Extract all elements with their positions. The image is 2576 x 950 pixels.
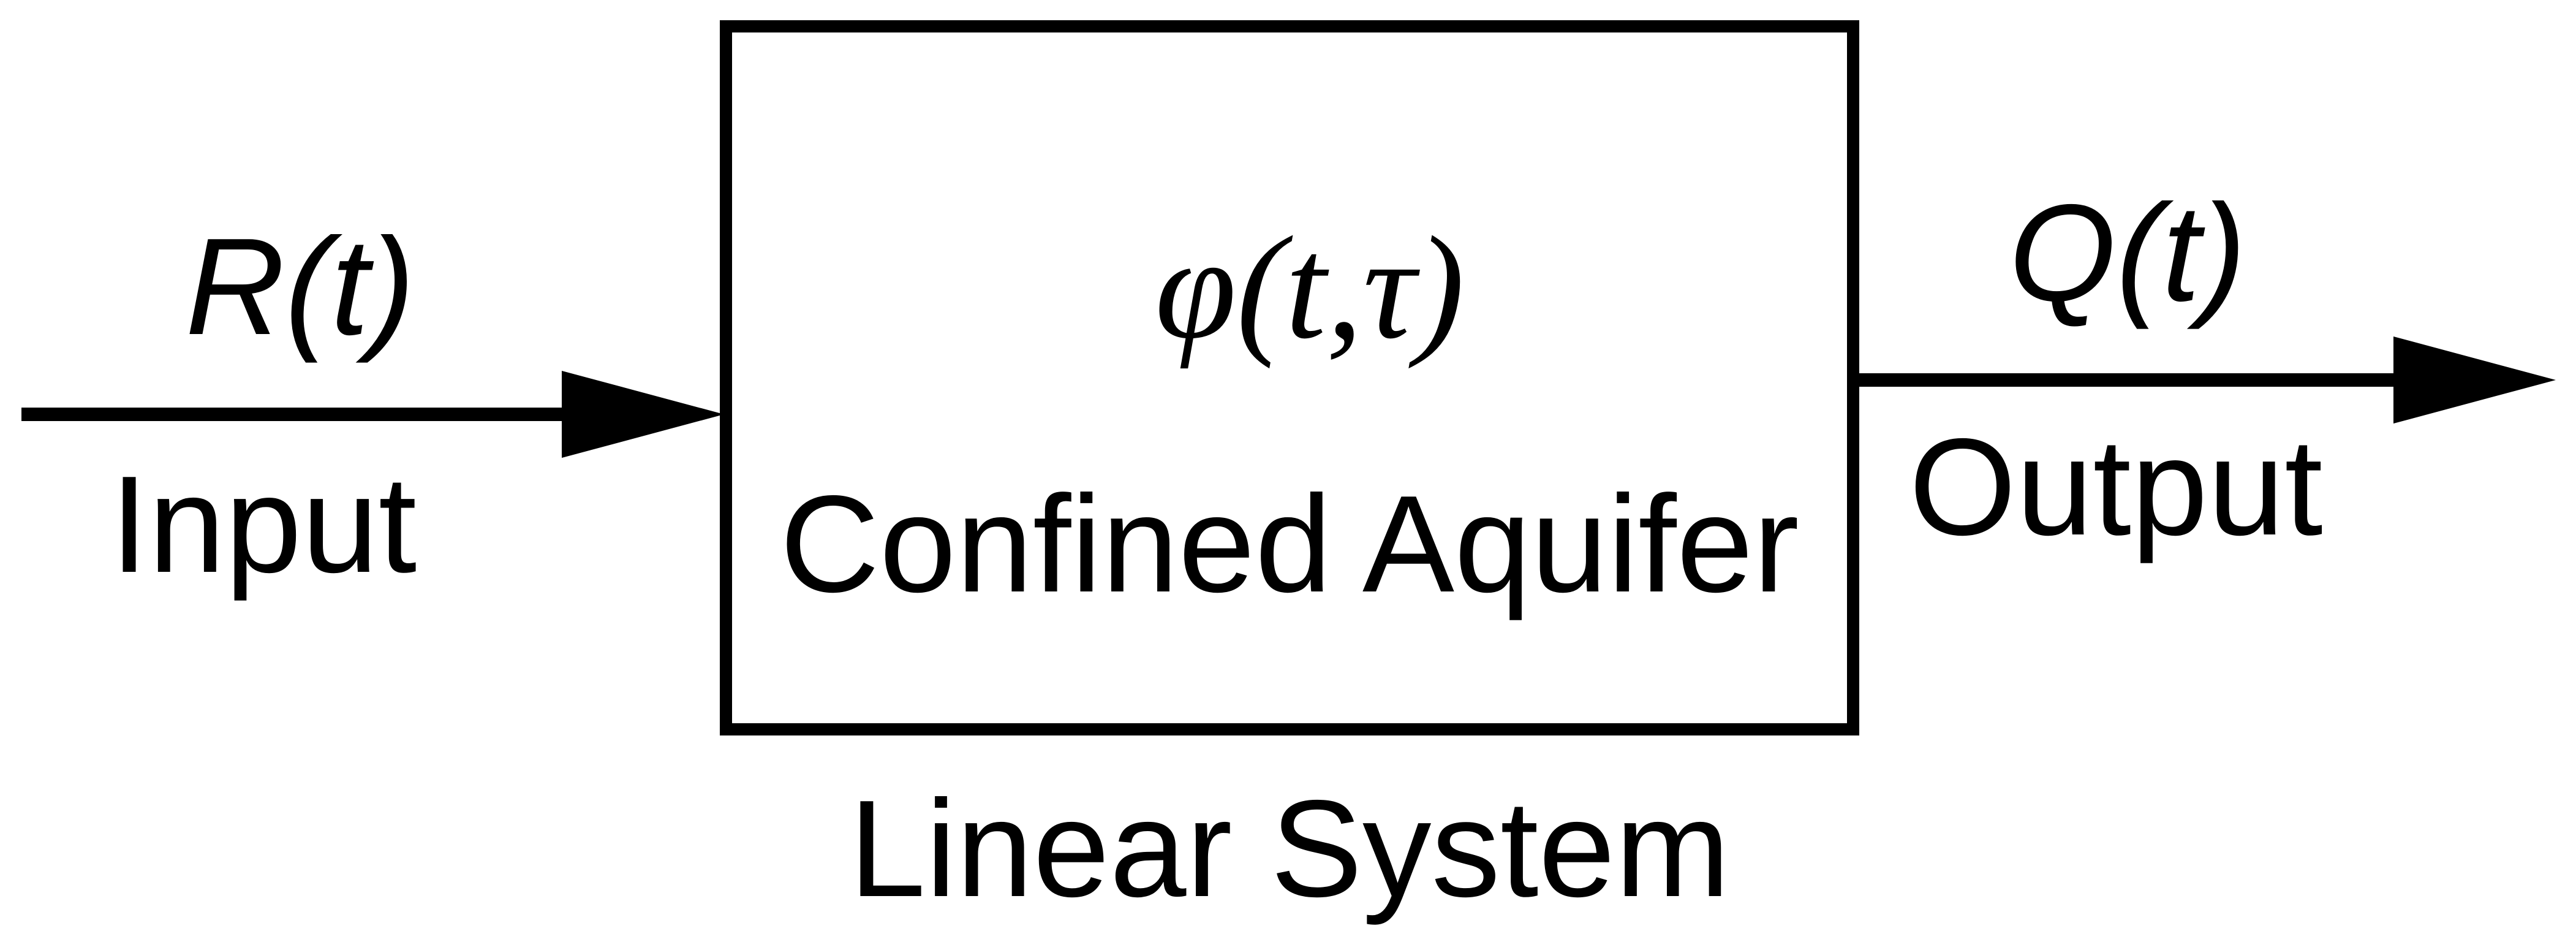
output-arrow: [1853, 336, 2556, 424]
system-symbol: φ(t,τ): [1155, 206, 1464, 369]
system-box: [720, 20, 1859, 735]
input-symbol: R(t): [186, 209, 415, 363]
output-label: Output: [1909, 409, 2322, 564]
input-label: Input: [110, 447, 417, 601]
system-label: Confined Aquifer: [780, 466, 1799, 621]
input-arrow: [21, 371, 724, 458]
system-caption: Linear System: [849, 771, 1730, 925]
output-symbol: Q(t): [2009, 175, 2246, 330]
